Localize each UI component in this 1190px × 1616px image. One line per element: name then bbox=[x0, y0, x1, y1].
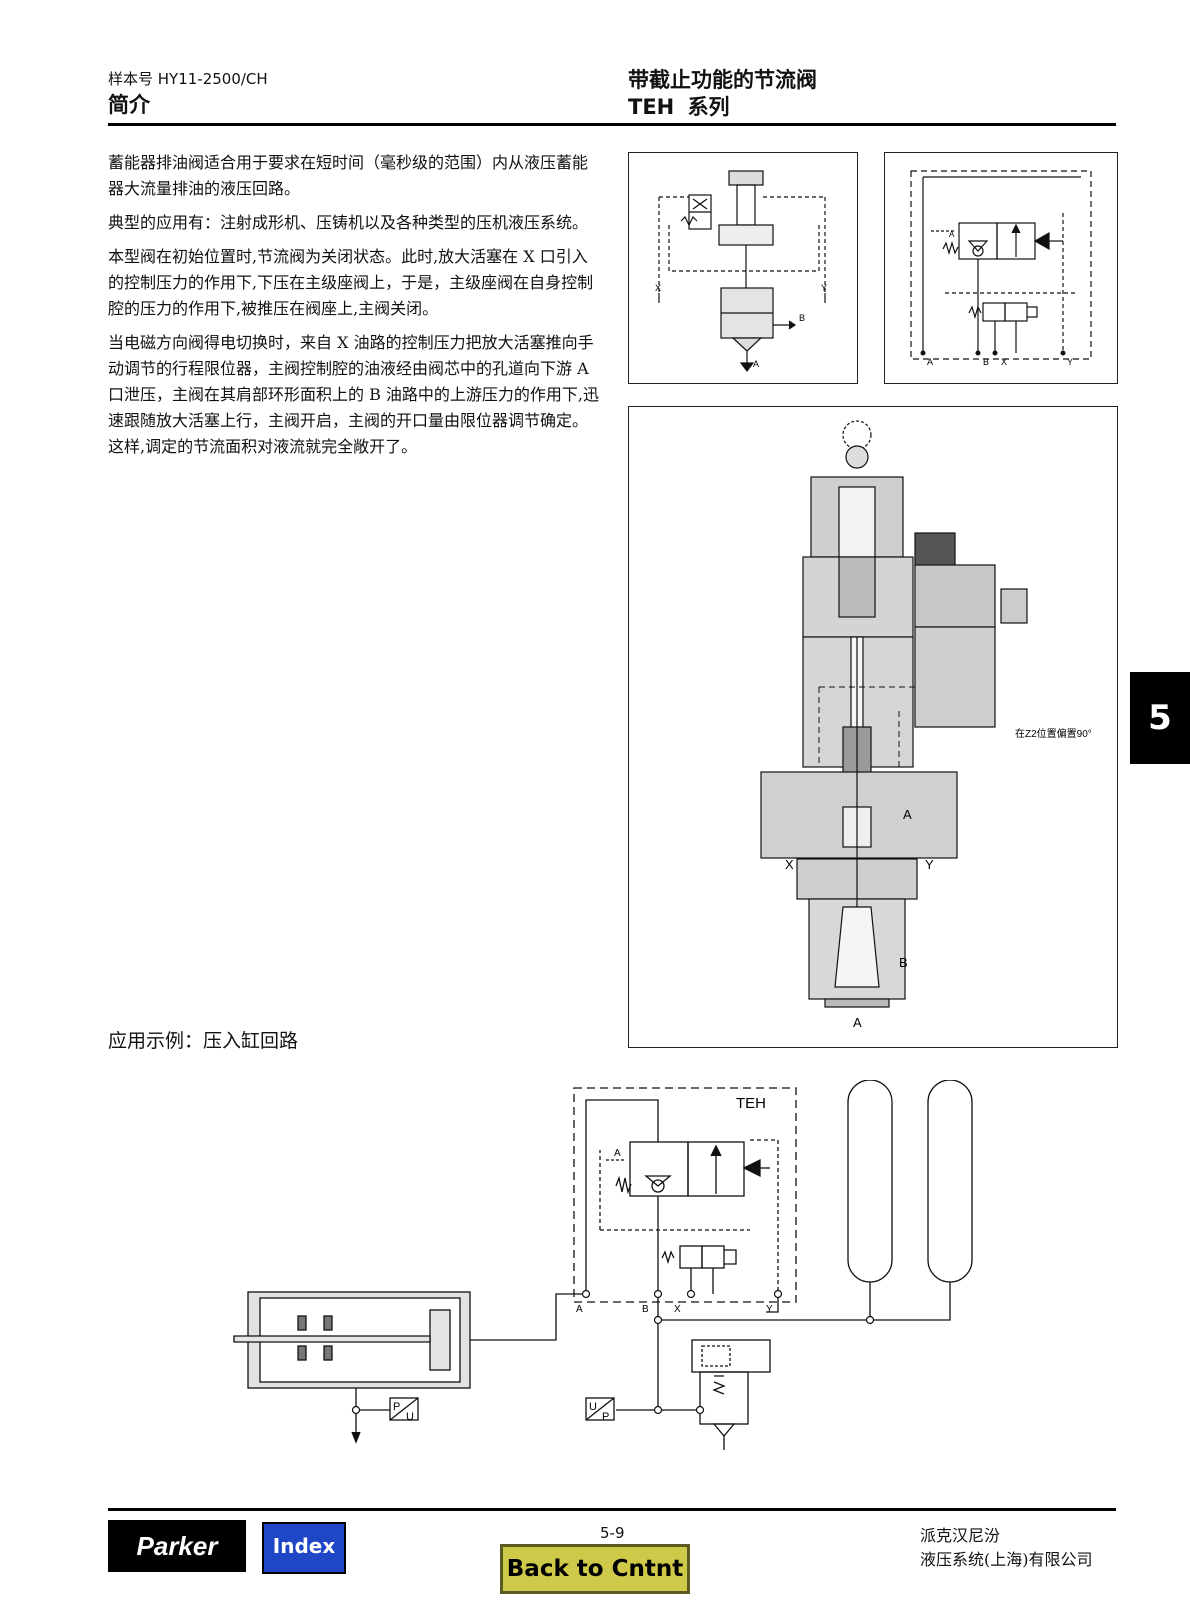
diagram1-port-b: B bbox=[799, 313, 805, 323]
sectional-view-drawing: 在Z2位置偏置90° A X Y B A bbox=[760, 420, 1092, 1030]
diagram1-port-x: X bbox=[655, 283, 661, 293]
chapter-tab: 5 bbox=[1130, 672, 1190, 764]
right-ps-top: U bbox=[589, 1401, 597, 1413]
section-offset-note: 在Z2位置偏置90° bbox=[1015, 727, 1092, 740]
teh-label: TEH bbox=[736, 1095, 766, 1112]
sectional-view-figure: 在Z2位置偏置90° A X Y B A bbox=[628, 406, 1118, 1048]
left-ps-top: P bbox=[393, 1401, 400, 1413]
application-title: 应用示例：压入缸回路 bbox=[108, 1030, 299, 1052]
right-ps-bottom: P bbox=[602, 1411, 609, 1423]
diagram2-port-x: X bbox=[1001, 357, 1007, 367]
section-title: 简介 bbox=[108, 93, 150, 117]
diagram2-port-y: Y bbox=[1067, 357, 1073, 367]
application-circuit-diagram: TEH A A B X Y P U U P bbox=[233, 1080, 973, 1450]
intro-paragraph-3: 本型阀在初始位置时,节流阀为关闭状态。此时,放大活塞在 X 口引入的控制压力的作… bbox=[108, 247, 594, 318]
left-ps-bottom: U bbox=[406, 1411, 414, 1423]
section-port-b: B bbox=[899, 955, 908, 970]
intro-paragraph-4: 当电磁方向阀得电切换时，来自 X 油路的控制压力把放大活塞推向手动调节的行程限位… bbox=[108, 333, 600, 456]
diagram2-port-b: B bbox=[983, 357, 989, 367]
index-button[interactable]: Index bbox=[262, 1522, 346, 1574]
app-spool-a: A bbox=[614, 1148, 621, 1159]
section-port-a-lower: A bbox=[853, 1015, 862, 1030]
product-title: 带截止功能的节流阀 bbox=[628, 68, 817, 92]
back-to-contents-button[interactable]: Back to Cntnt bbox=[500, 1544, 690, 1594]
series-suffix: 系列 bbox=[687, 95, 730, 119]
diagram2-spool-a: A bbox=[949, 230, 955, 239]
app-port-x: X bbox=[674, 1304, 681, 1315]
parker-logo: Parker bbox=[108, 1520, 246, 1572]
section-port-a-upper: A bbox=[903, 807, 912, 822]
app-port-y: Y bbox=[766, 1304, 773, 1315]
section-port-x: X bbox=[785, 857, 794, 872]
diagram1-port-a: A bbox=[753, 359, 759, 369]
valve-schematic-drawing: X Y B A bbox=[655, 170, 827, 372]
diagram2-port-a: A bbox=[927, 357, 933, 367]
company-name-line2: 液压系统(上海)有限公司 bbox=[920, 1550, 1093, 1569]
intro-paragraph-1: 蓄能器排油阀适合用于要求在短时间（毫秒级的范围）内从液压蓄能器大流量排油的液压回… bbox=[108, 153, 589, 198]
catalog-number: 样本号 HY11-2500/CH bbox=[108, 70, 268, 88]
page-number: 5-9 bbox=[600, 1524, 625, 1542]
circuit-symbol-drawing: A A B X Y bbox=[910, 170, 1092, 367]
company-name-line1: 派克汉尼汾 bbox=[920, 1526, 1001, 1545]
intro-text: 蓄能器排油阀适合用于要求在短时间（毫秒级的范围）内从液压蓄能器大流量排油的液压回… bbox=[108, 150, 600, 468]
app-port-a: A bbox=[576, 1304, 583, 1315]
footer-rule bbox=[108, 1508, 1116, 1511]
header-rule bbox=[108, 123, 1116, 126]
valve-schematic-figure: X Y B A bbox=[628, 152, 858, 384]
series-title: TEH 系列 bbox=[628, 91, 730, 121]
diagram1-port-y: Y bbox=[821, 283, 827, 293]
app-port-b: B bbox=[642, 1304, 649, 1315]
circuit-symbol-figure: A A B X Y bbox=[884, 152, 1118, 384]
section-port-y: Y bbox=[925, 857, 934, 872]
series-code: TEH bbox=[628, 95, 675, 119]
intro-paragraph-2: 典型的应用有：注射成形机、压铸机以及各种类型的压机液压系统。 bbox=[108, 213, 589, 232]
